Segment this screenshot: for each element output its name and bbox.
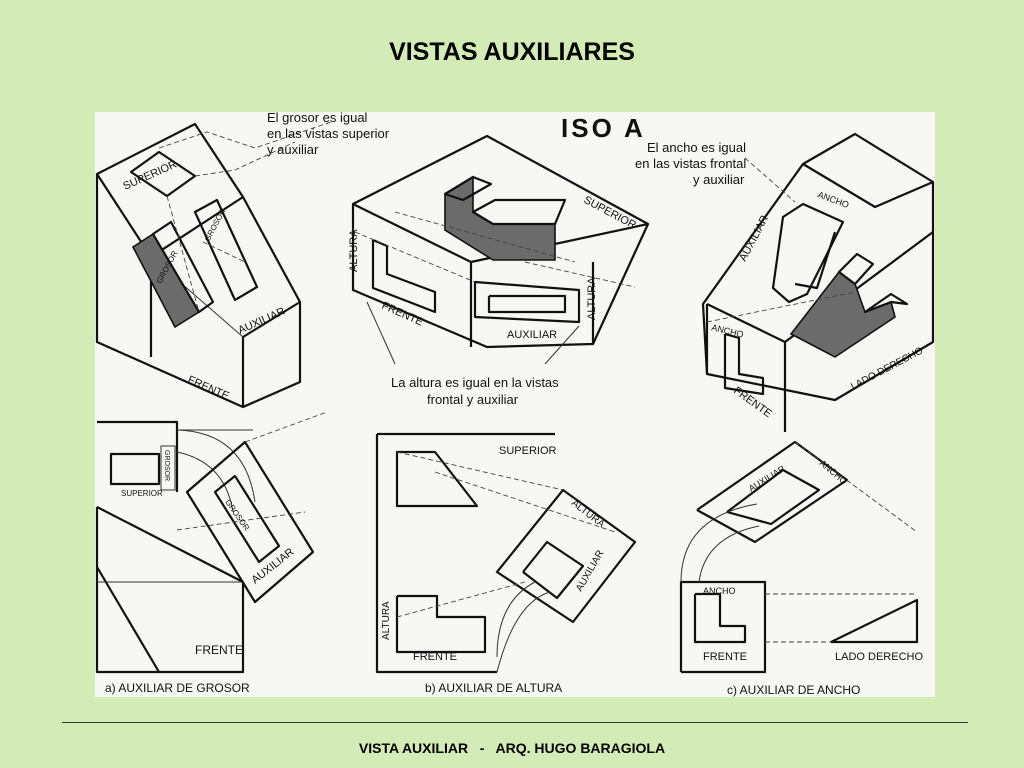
iso-figure-c <box>701 132 935 432</box>
note-ancho-line1: El ancho es igual <box>647 140 746 155</box>
label-c-ancho-front: ANCHO <box>711 322 745 340</box>
label-b-frente: FRENTE <box>380 300 425 329</box>
label-c2-auxiliar: AUXILIAR <box>747 463 788 493</box>
footer-divider <box>62 722 968 723</box>
label-c-lado-derecho: LADO DERECHO <box>849 345 925 392</box>
ortho-figure-c <box>679 440 919 674</box>
label-a-superior: SUPERIOR <box>121 158 178 192</box>
note-grosor-line2: en las vistas superior <box>267 126 390 141</box>
label-b-auxiliar: AUXILIAR <box>507 329 557 341</box>
label-a2-frente: FRENTE <box>195 643 243 657</box>
note-ancho-line2: en las vistas frontal <box>635 156 746 171</box>
iso-figure-b <box>351 134 650 349</box>
label-a2-superior: SUPERIOR <box>121 489 163 498</box>
slide-footer: VISTA AUXILIAR - ARQ. HUGO BARAGIOLA <box>358 740 666 756</box>
label-c2-ancho-aux: ANCHO <box>818 458 849 487</box>
caption-c: c) AUXILIAR DE ANCHO <box>727 683 860 697</box>
label-c2-frente: FRENTE <box>703 651 747 663</box>
label-b-altura-left: ALTURA <box>348 229 360 272</box>
label-c-auxiliar: AUXILIAR <box>737 213 771 263</box>
note-grosor-line3: y auxiliar <box>267 142 319 157</box>
slide-title: VISTAS AUXILIARES <box>389 38 635 66</box>
label-b-altura-right: ALTURA <box>586 277 598 320</box>
caption-b: b) AUXILIAR DE ALTURA <box>425 681 562 695</box>
auxiliary-views-diagram: ISO A SUPERIOR AUXILIAR FRENTE GROSOR GR… <box>95 112 935 697</box>
label-c2-lado-derecho: LADO DERECHO <box>835 651 923 663</box>
label-c2-ancho: ANCHO <box>703 586 736 596</box>
diagram-canvas: ISO A SUPERIOR AUXILIAR FRENTE GROSOR GR… <box>95 112 935 697</box>
label-a-grosor-aux: GROSOR <box>203 207 228 243</box>
label-c-frente: FRENTE <box>731 385 774 421</box>
note-grosor-line1: El grosor es igual <box>267 112 368 125</box>
label-a-auxiliar: AUXILIAR <box>236 305 287 336</box>
note-altura-line1: La altura es igual en la vistas <box>391 375 559 390</box>
note-altura-line2: frontal y auxiliar <box>427 392 519 407</box>
caption-a: a) AUXILIAR DE GROSOR <box>105 681 250 695</box>
iso-figure-a <box>95 121 332 409</box>
label-b2-frente: FRENTE <box>413 651 457 663</box>
label-a2-grosor: GROSOR <box>163 450 170 481</box>
label-b2-altura-aux: ALTURA <box>569 498 607 531</box>
ortho-figure-b <box>375 432 637 674</box>
label-a-frente: FRENTE <box>186 374 231 403</box>
iso-label: ISO A <box>561 113 646 143</box>
note-ancho-line3: y auxiliar <box>693 172 745 187</box>
ortho-figure-a <box>95 411 328 674</box>
label-b2-superior: SUPERIOR <box>499 445 557 457</box>
label-b2-altura: ALTURA <box>381 601 392 640</box>
label-c-ancho-top: ANCHO <box>816 189 850 210</box>
